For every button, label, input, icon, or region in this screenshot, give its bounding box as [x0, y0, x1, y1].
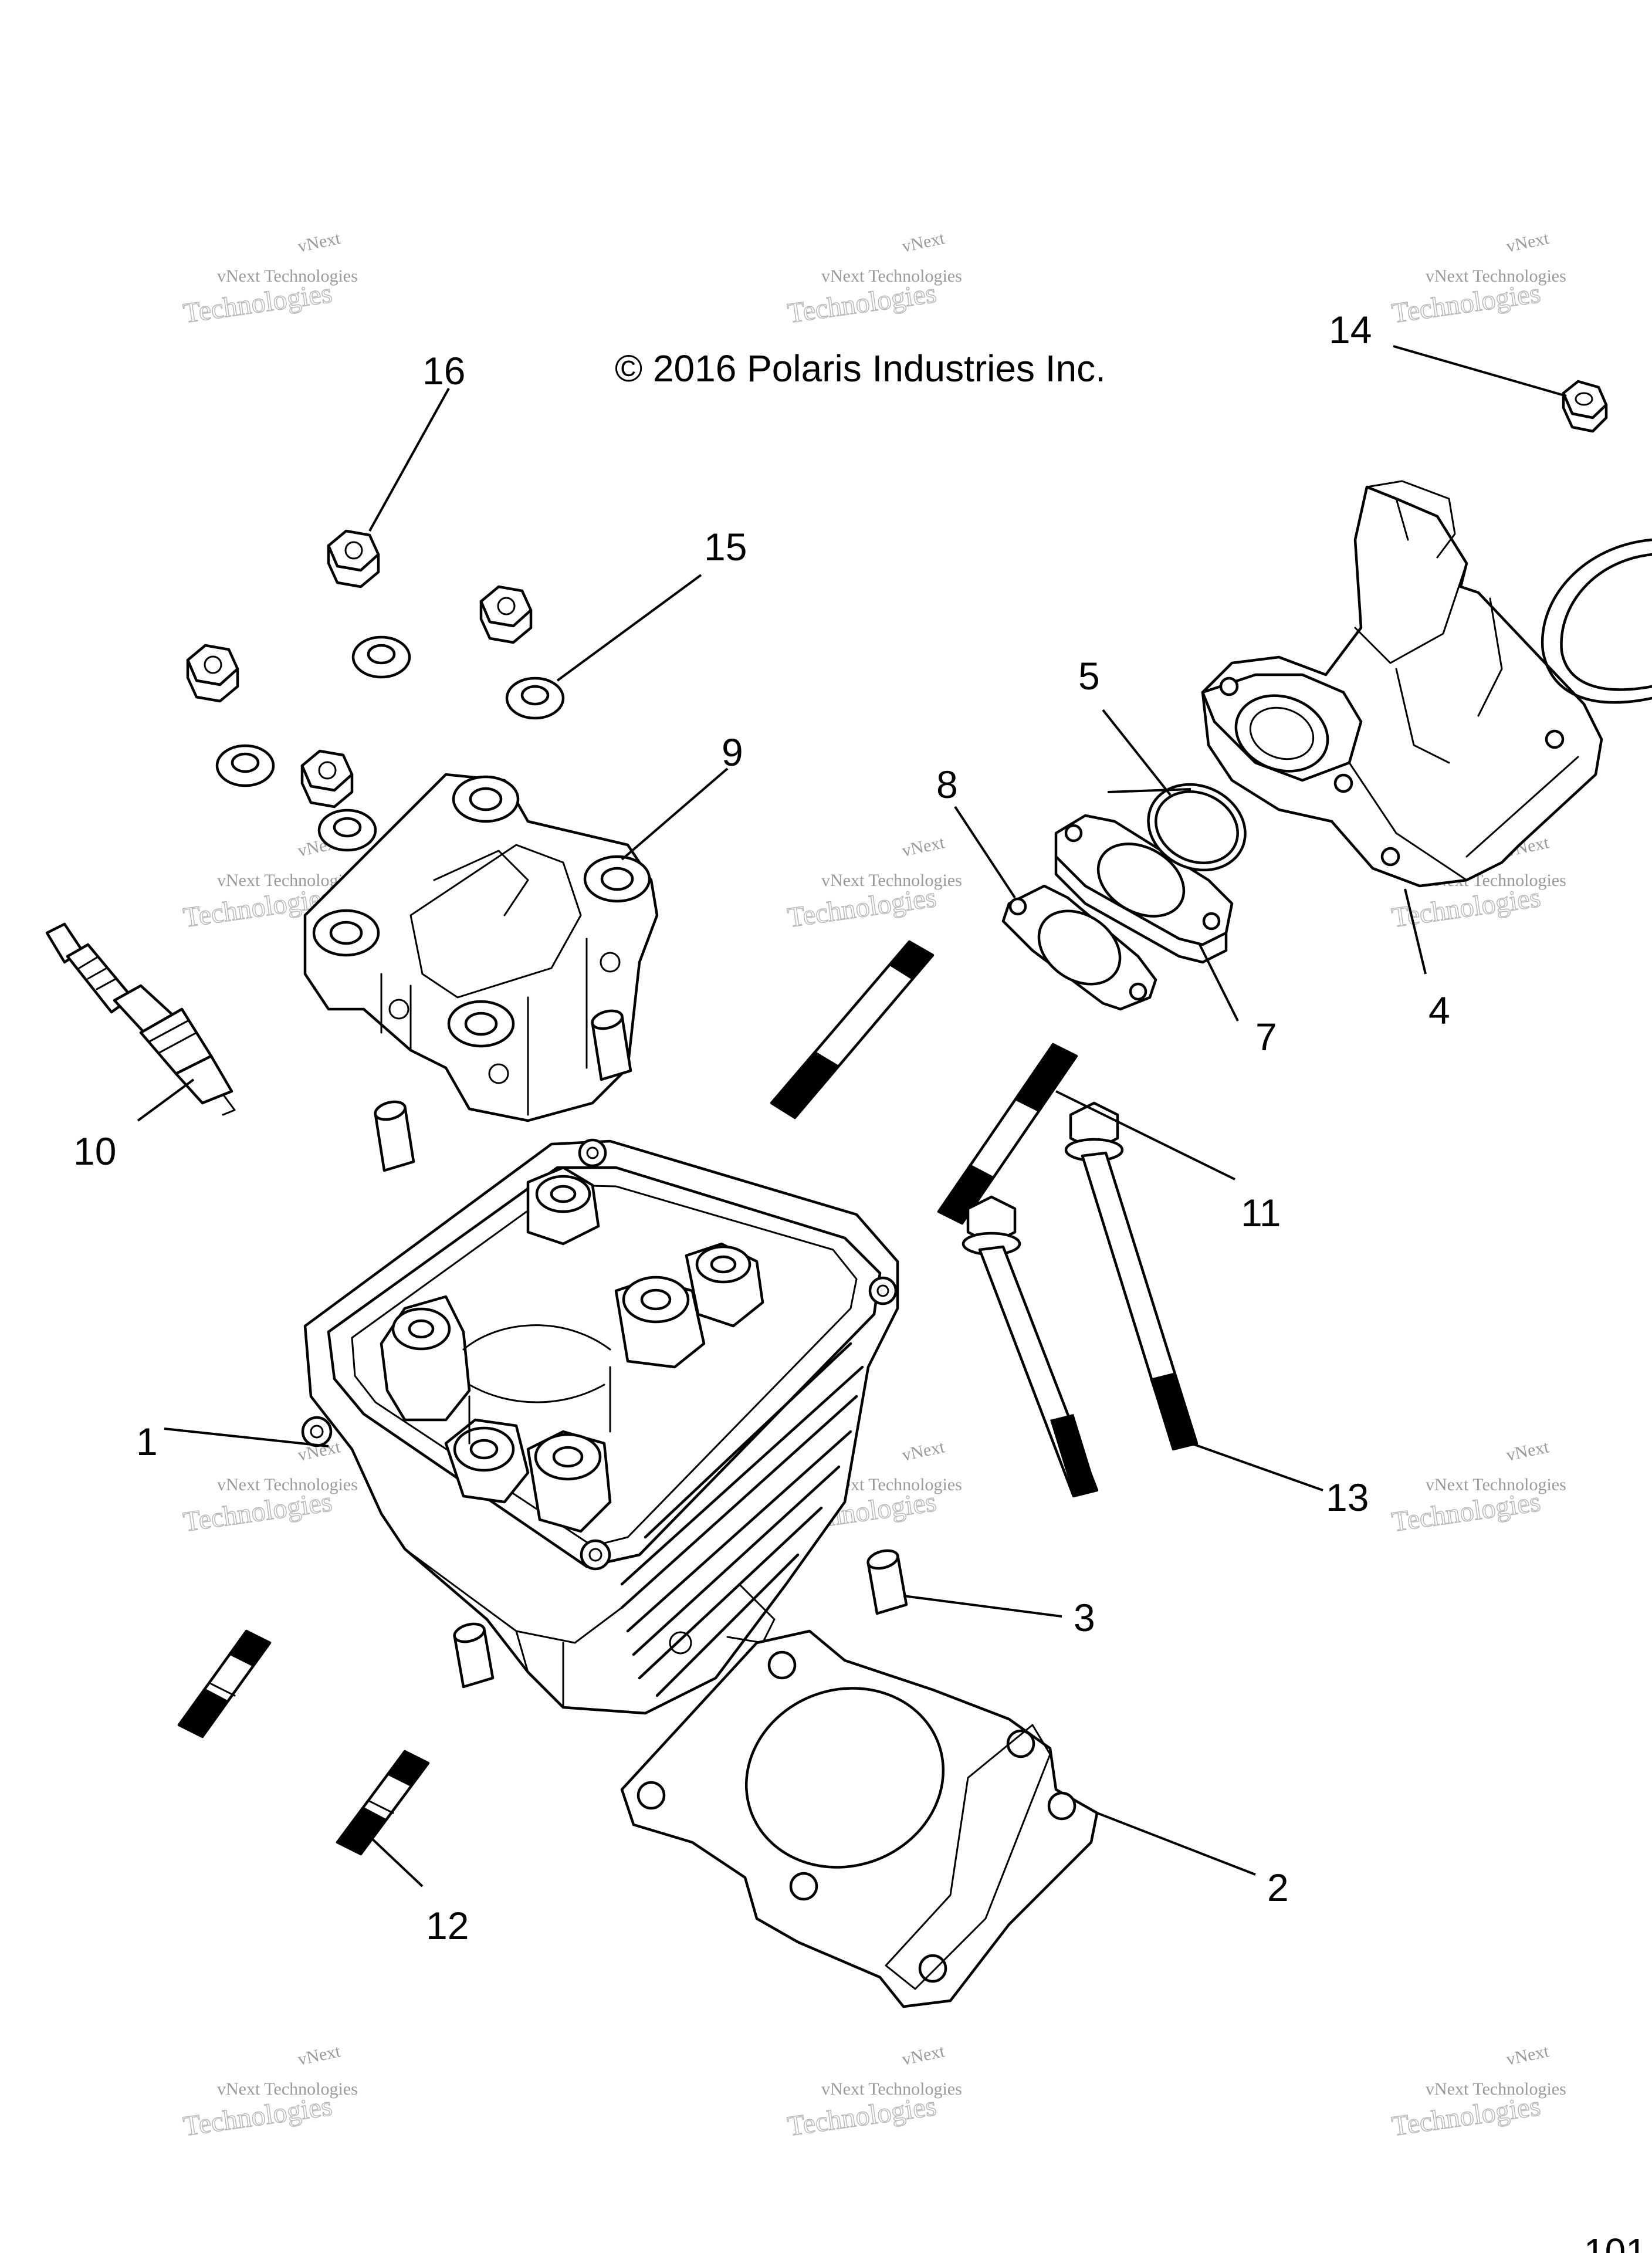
- watermark: vNext vNext Technologies Technologies: [785, 228, 962, 329]
- watermark-line2: vNext Technologies: [1426, 1475, 1566, 1494]
- part-spark-plug: [45, 922, 236, 1116]
- callout-16: 14: [1329, 308, 1372, 351]
- watermark-line2: vNext Technologies: [821, 2079, 962, 2099]
- part-nut: [327, 529, 380, 588]
- callout-11: 11: [1241, 1191, 1281, 1234]
- callout-7: 7: [1255, 1015, 1277, 1058]
- part-dowel-pin: [374, 1100, 415, 1172]
- part-washer: [317, 808, 377, 852]
- watermark-line1: vNext: [1505, 1437, 1551, 1465]
- part-stud: [177, 1629, 272, 1738]
- callout-3: 3: [1074, 1596, 1095, 1639]
- part-dowel-pin: [453, 1622, 495, 1689]
- part-intake-spacer: [1054, 814, 1234, 964]
- watermark-line1: vNext: [296, 2041, 343, 2069]
- callout-4: 4: [1428, 989, 1450, 1032]
- part-rocker-bracket: [303, 773, 659, 1122]
- part-nut: [300, 749, 354, 808]
- part-bolt: [1064, 1101, 1199, 1451]
- callout-10: 10: [73, 1129, 116, 1173]
- part-washer: [351, 635, 411, 679]
- watermark-line1: vNext: [901, 1437, 947, 1465]
- callout-14: 15: [704, 525, 747, 569]
- watermark-line1: vNext: [901, 2041, 947, 2069]
- callout-labels: 16 15 9 5 8 7 4 10 11 13 1 3 2 12 14: [73, 308, 1450, 1947]
- callout-15: 16: [422, 349, 465, 393]
- callout-1: 1: [136, 1420, 158, 1463]
- watermark: vNext vNext Technologies Technologies: [1389, 2041, 1566, 2142]
- copyright-text: © 2016 Polaris Industries Inc.: [615, 347, 1106, 390]
- watermark-line1: vNext: [1505, 2041, 1551, 2069]
- part-intake-manifold: [1201, 480, 1603, 888]
- part-intake-gasket: [1001, 884, 1157, 1011]
- watermark-line1: vNext: [1505, 228, 1551, 256]
- callout-9: 9: [722, 730, 743, 774]
- watermark-line2: vNext Technologies: [217, 266, 358, 286]
- part-cylinder-head: [301, 1138, 899, 1715]
- watermark-line2: vNext Technologies: [217, 2079, 358, 2099]
- watermark: vNext vNext Technologies Technologies: [181, 2041, 358, 2142]
- part-dowel-pin: [591, 1009, 632, 1081]
- watermark: vNext vNext Technologies Technologies: [1389, 228, 1566, 329]
- watermark-line2: vNext Technologies: [821, 871, 962, 890]
- leader-lines: [137, 345, 1567, 1887]
- watermark-line1: vNext: [296, 228, 343, 256]
- watermark: vNext vNext Technologies Technologies: [1389, 1437, 1566, 1538]
- watermark: vNext vNext Technologies Technologies: [181, 228, 358, 329]
- part-stud: [937, 1043, 1078, 1225]
- callout-12: 12: [426, 1904, 469, 1947]
- part-washer: [215, 744, 275, 787]
- part-small-nut: [1562, 380, 1608, 433]
- part-stud: [770, 940, 935, 1119]
- part-washer: [505, 676, 565, 720]
- watermark-line2: vNext Technologies: [1426, 2079, 1566, 2099]
- part-nut: [479, 585, 533, 644]
- callout-8: 8: [936, 763, 958, 806]
- watermark-line2: vNext Technologies: [821, 266, 962, 286]
- part-dowel-pin: [866, 1549, 908, 1615]
- page-number: 101: [1584, 2231, 1647, 2253]
- part-hose-clamp: [1541, 538, 1652, 704]
- watermark-line2: vNext Technologies: [217, 1475, 358, 1494]
- watermark: vNext vNext Technologies Technologies: [785, 2041, 962, 2142]
- part-bolt: [962, 1195, 1099, 1498]
- part-o-ring: [1147, 783, 1247, 872]
- part-stud: [336, 1750, 430, 1856]
- watermark: vNext vNext Technologies Technologies: [181, 1437, 358, 1538]
- watermark-line2: vNext Technologies: [1426, 266, 1566, 286]
- part-nut: [186, 644, 239, 703]
- callout-13: 13: [1326, 1476, 1369, 1519]
- watermark: vNext vNext Technologies Technologies: [785, 833, 962, 933]
- callout-5: 5: [1078, 654, 1100, 698]
- part-head-gasket: [620, 1629, 1099, 2008]
- watermark-line1: vNext: [901, 833, 947, 861]
- watermark-line1: vNext: [901, 228, 947, 256]
- callout-2: 2: [1267, 1866, 1289, 1909]
